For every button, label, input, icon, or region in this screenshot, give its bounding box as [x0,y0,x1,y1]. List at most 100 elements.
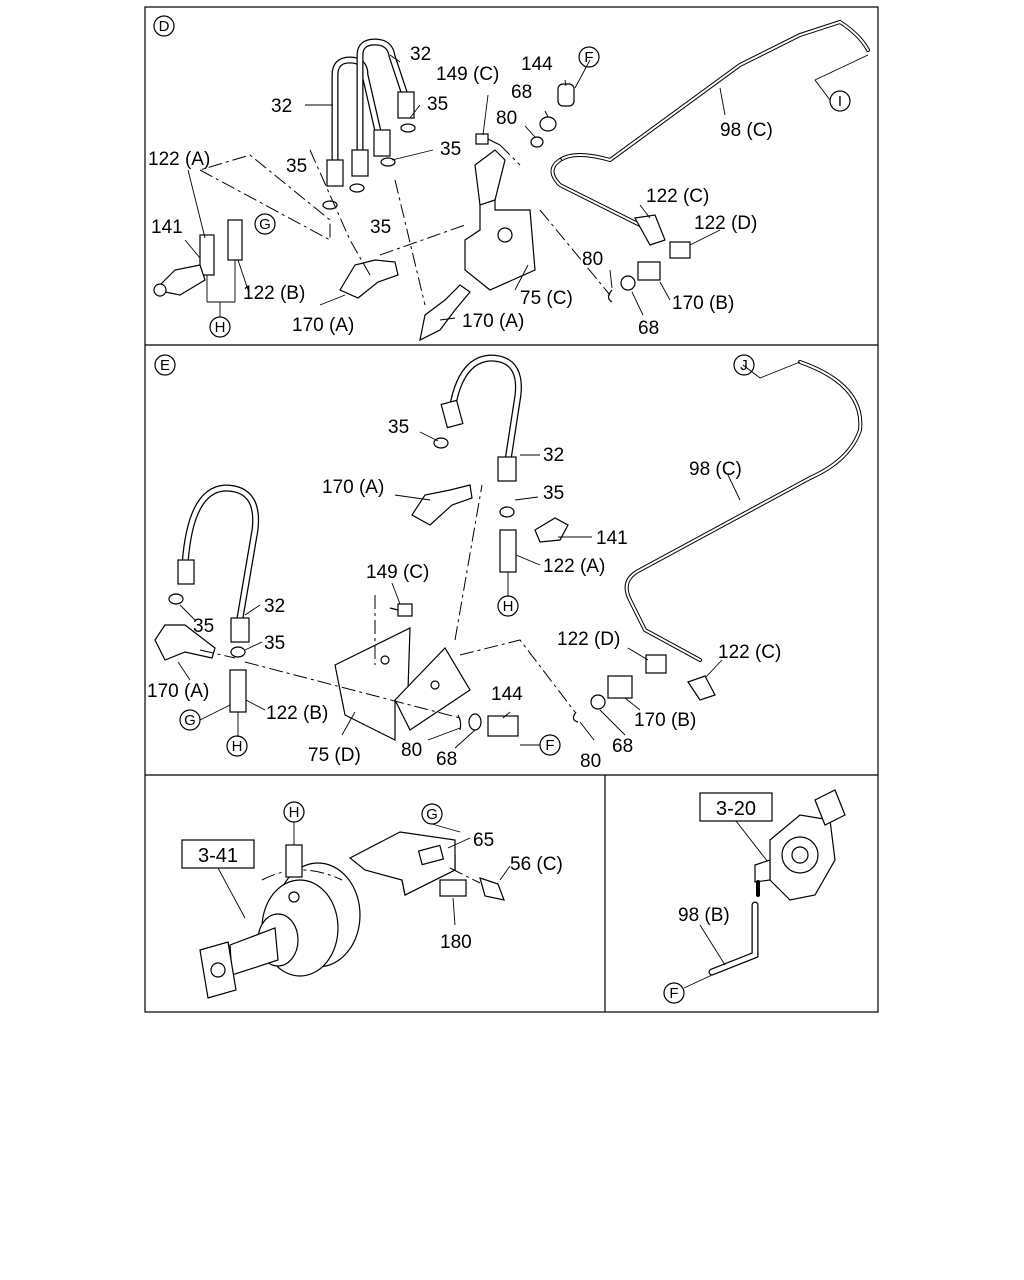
panel-bottom-right: 3-20 F 98 (B) [663,789,846,1004]
label-170b: 170 (B) [672,293,734,314]
ref-i-d: I [838,93,842,110]
dash-lines-d [198,144,611,306]
label-35: 35 [440,139,461,160]
washers-35-e [168,437,515,658]
valve-assembly [754,789,846,901]
label-170b: 170 (B) [634,710,696,731]
label-122d: 122 (D) [557,629,620,650]
label-32: 32 [410,44,431,65]
ref-g-d: G [259,216,271,233]
label-35: 35 [543,483,564,504]
label-75c: 75 (C) [520,288,573,309]
label-170a: 170 (A) [292,315,354,336]
label-98b: 98 (B) [678,905,730,926]
label-56c: 56 (C) [510,854,563,875]
labels-e: 35 32 170 (A) 35 98 (C) 141 122 (A) 149 … [147,417,781,772]
label-144: 144 [491,684,523,705]
label-32: 32 [264,596,285,617]
label-35: 35 [264,633,285,654]
label-35: 35 [193,616,214,637]
ref-g-bl: G [426,806,438,823]
ref-h-e: H [503,598,514,615]
hose-32-upper-e [440,354,522,482]
bracket-75d [334,627,471,741]
label-68: 68 [436,749,457,770]
label-122c: 122 (C) [646,186,709,207]
ref-j-e: J [740,357,748,374]
pipe-98c-d [550,19,870,227]
label-144: 144 [521,54,553,75]
label-35: 35 [427,94,448,115]
label-122a: 122 (A) [148,149,210,170]
pipe-98c-e [624,360,863,662]
fitting-170a-e [154,484,473,661]
hose-32-pair [326,38,415,187]
ref-box-3-20: 3-20 [699,792,773,863]
labels-bl: 65 56 (C) 180 [440,830,563,953]
ref-circles-d: F G H I [209,46,851,338]
ref-f-br: F [669,985,678,1002]
small-parts-d [475,83,575,148]
panel-bottom-left: 3-41 [181,801,563,999]
panel-d: D [148,15,870,342]
ref-h-bl: H [289,804,300,821]
right-fittings-d [607,214,691,303]
right-fittings-e [572,654,716,723]
label-68: 68 [612,736,633,757]
bracket-75c [464,149,536,291]
ref-box-label: 3-20 [716,798,756,820]
label-141: 141 [596,528,628,549]
panel-e-tag: E [160,357,170,374]
label-75d: 75 (D) [308,745,361,766]
fitting-group-left [153,219,243,297]
label-80: 80 [401,740,422,761]
ref-circles-e: J H G H F [179,354,755,757]
ref-f-d: F [584,49,593,66]
label-149c: 149 (C) [436,64,499,85]
label-68: 68 [638,318,659,339]
bracket-65 [348,831,505,901]
label-98c: 98 (C) [689,459,742,480]
label-35: 35 [286,156,307,177]
label-170a: 170 (A) [322,477,384,498]
label-68: 68 [511,82,532,103]
label-180: 180 [440,932,472,953]
label-122a: 122 (A) [543,556,605,577]
hose-98b [708,901,759,976]
panel-e: E [147,354,863,772]
label-80: 80 [582,249,603,270]
leaders-d [184,54,869,321]
label-98c: 98 (C) [720,120,773,141]
label-80: 80 [496,108,517,129]
dash-lines-e [199,484,576,719]
labels-d: 32 32 35 35 35 35 122 (A) 141 122 (B) 17… [148,44,773,339]
label-32: 32 [271,96,292,117]
leaders-br [683,924,726,989]
hose-32-lower-e [177,484,260,643]
label-122b: 122 (B) [266,703,328,724]
washers-35 [322,123,416,210]
ref-circles-bl: H G [283,801,443,825]
label-149c: 149 (C) [366,562,429,583]
label-65: 65 [473,830,494,851]
diagram-frame [144,6,879,1013]
ref-box-3-41: 3-41 [181,839,255,919]
ref-g-e: G [184,712,196,729]
ref-h-e: H [232,738,243,755]
brake-chamber [199,822,361,999]
fitting-170a-d [339,259,471,342]
label-141: 141 [151,217,183,238]
ref-box-label: 3-41 [198,845,238,867]
label-122d: 122 (D) [694,213,757,234]
fittings-center-e [229,517,569,713]
label-80: 80 [580,751,601,772]
label-35: 35 [370,217,391,238]
bolt-149c-e [389,603,413,617]
leaders-e [177,361,801,749]
label-122c: 122 (C) [718,642,781,663]
label-170a: 170 (A) [147,681,209,702]
label-170a: 170 (A) [462,311,524,332]
ref-f-e: F [545,737,554,754]
ref-h-d: H [215,319,226,336]
